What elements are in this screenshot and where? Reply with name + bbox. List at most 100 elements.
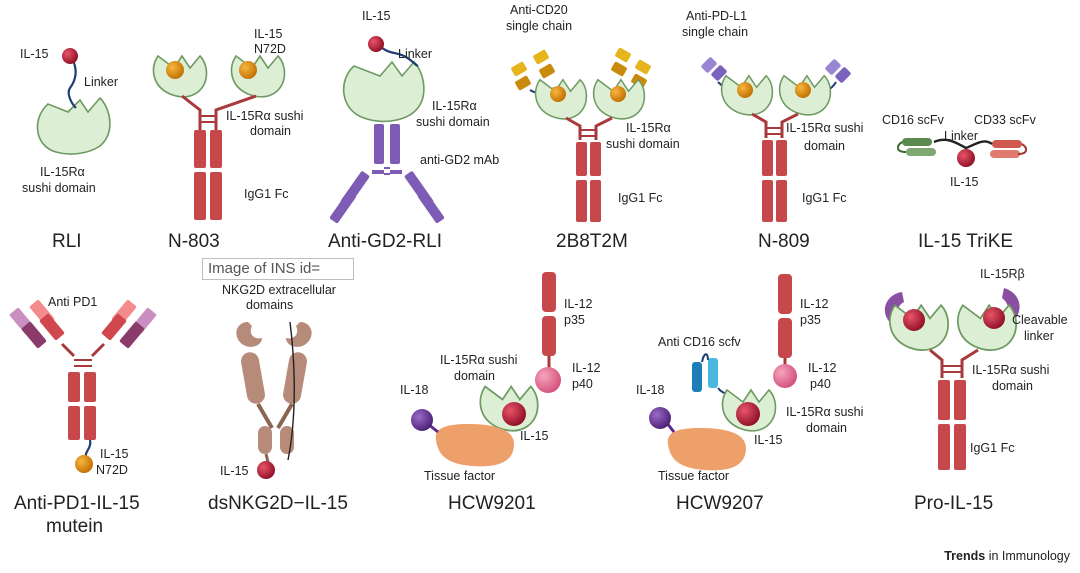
nkg2d-title: dsNKG2D−IL-15 (208, 493, 348, 514)
rli-linker-label: Linker (84, 75, 118, 89)
hcw9201-title: HCW9201 (448, 493, 536, 514)
2b8t2m-sushi-label-2: sushi domain (606, 137, 680, 151)
hcw9201-p35-label-1: IL-12 (564, 297, 593, 311)
pro-il15-right (983, 307, 1005, 329)
hcw9207-title: HCW9207 (676, 493, 764, 514)
n803-fc-label: IgG1 Fc (244, 187, 288, 201)
n803-il15-label-2: N72D (254, 42, 286, 56)
gd2-sushi-label-2: sushi domain (416, 115, 490, 129)
hcw9201-il18-label: IL-18 (400, 383, 429, 397)
hcw9207-p40-label-1: IL-12 (808, 361, 837, 375)
2b8t2m-fc (576, 142, 601, 222)
hcw9201-il18-sphere (411, 409, 433, 431)
2b8t2m-scfv-label-2: single chain (506, 19, 572, 33)
construct-pro: IL-15Rβ Cleavable linker IL-15Rα sushi d… (884, 267, 1068, 514)
2b8t2m-scfv-left (511, 49, 555, 91)
hcw9201-tissue-factor (435, 424, 514, 467)
construct-2b8t2m: Anti-CD20 single chain IL-15Rα sushi dom… (506, 3, 680, 252)
gd2-linker-label: Linker (398, 47, 432, 61)
nkg2d-ext-label-1: NKG2D extracellular (222, 283, 336, 297)
gd2-title: Anti-GD2-RLI (328, 231, 442, 252)
journal-name-bold: Trends (944, 549, 986, 563)
2b8t2m-sushi-label-1: IL-15Rα (626, 121, 671, 135)
hcw9207-sushi-label-2: domain (806, 421, 847, 435)
nkg2d-il15-label: IL-15 (220, 464, 249, 478)
construct-hcw9201: IL-12 p35 IL-12 p40 IL-15Rα sushi domain… (400, 272, 601, 514)
hcw9207-tissue-factor (667, 428, 746, 471)
hcw9201-p40 (535, 367, 561, 393)
rli-il15-label: IL-15 (20, 47, 49, 61)
gd2-linker (379, 45, 419, 67)
hcw9207-cd16-scfv (692, 353, 733, 399)
rli-sushi-label-1: IL-15Rα (40, 165, 85, 179)
pro-fc (938, 380, 966, 470)
hcw9207-p35-1 (778, 274, 792, 314)
nkg2d-ext-label-2: domains (246, 298, 293, 312)
trike-il15-sphere (957, 149, 975, 167)
pro-fc-label: IgG1 Fc (970, 441, 1014, 455)
n803-il15-label-1: IL-15 (254, 27, 283, 41)
trike-il15-label: IL-15 (950, 175, 979, 189)
rli-linker (67, 57, 77, 109)
pd1-il15-label-2: N72D (96, 463, 128, 477)
trike-linker-label: Linker (944, 129, 978, 143)
n809-scfv-right (825, 59, 851, 83)
2b8t2m-scfv-label-1: Anti-CD20 (510, 3, 568, 17)
trike-title: IL-15 TriKE (918, 231, 1013, 252)
2b8t2m-il15-right (610, 86, 626, 102)
pro-il15-left (903, 309, 925, 331)
n809-scfv-left (701, 57, 727, 81)
gd2-il15-label: IL-15 (362, 9, 391, 23)
hcw9201-p35-label-2: p35 (564, 313, 585, 327)
gd2-sushi-domain (342, 60, 425, 123)
hcw9207-cd16-label: Anti CD16 scfv (658, 335, 741, 349)
construct-nkg2d: NKG2D extracellular domains IL-15 dsNKG2… (208, 283, 348, 514)
rli-sushi-label-2: sushi domain (22, 181, 96, 195)
2b8t2m-fc-label: IgG1 Fc (618, 191, 662, 205)
n809-title: N-809 (758, 231, 810, 252)
pro-cl-label-2: linker (1024, 329, 1054, 343)
hcw9201-il15-sphere (502, 402, 526, 426)
journal-credit: Trends in Immunology (944, 549, 1070, 563)
trike-cd33-scfv (990, 140, 1028, 158)
construct-n809: Anti-PD-L1 single chain IL-15Rα sushi do… (682, 9, 863, 252)
hcw9201-p35-2 (542, 316, 556, 356)
2b8t2m-scfv-right (611, 47, 651, 89)
hcw9201-tf-label: Tissue factor (424, 469, 495, 483)
n809-scfv-label-2: single chain (682, 25, 748, 39)
n809-scfv-label-1: Anti-PD-L1 (686, 9, 747, 23)
image-id-overlay: Image of INS id= (202, 258, 354, 280)
hcw9207-il15-label: IL-15 (754, 433, 783, 447)
trike-cd33-label: CD33 scFv (974, 113, 1037, 127)
trike-cd16-label: CD16 scFv (882, 113, 945, 127)
hcw9201-sushi-label-1: IL-15Rα sushi (440, 353, 517, 367)
pro-title: Pro-IL-15 (914, 493, 993, 514)
n803-title: N-803 (168, 231, 220, 252)
pd1-il15-label-1: IL-15 (100, 447, 129, 461)
n809-il15-right (795, 82, 811, 98)
2b8t2m-il15-left (550, 86, 566, 102)
trike-cd16-scfv (896, 138, 936, 156)
gd2-mab-label: anti-GD2 mAb (420, 153, 499, 167)
hcw9207-il15-sphere (736, 402, 760, 426)
rli-il15-sphere (62, 48, 78, 64)
trike-linker (933, 138, 993, 150)
nkg2d-domains (236, 322, 312, 463)
hcw9207-p35-label-2: p35 (800, 313, 821, 327)
hcw9207-p35-label-1: IL-12 (800, 297, 829, 311)
pd1-anti-label: Anti PD1 (48, 295, 97, 309)
pro-sushi-label-2: domain (992, 379, 1033, 393)
hcw9207-p40 (773, 364, 797, 388)
construct-gd2: IL-15 Linker IL-15Rα sushi domain anti-G… (328, 9, 499, 252)
construct-hcw9207: IL-12 p35 IL-12 p40 Anti CD16 scfv IL-15… (636, 274, 863, 514)
construct-n803: IL-15 N72D IL-15Rα sushi domain IgG1 Fc … (152, 27, 303, 252)
hcw9201-il15-label: IL-15 (520, 429, 549, 443)
n809-fc (762, 140, 787, 222)
hcw9207-il18-label: IL-18 (636, 383, 665, 397)
n809-fc-label: IgG1 Fc (802, 191, 846, 205)
n803-n72d-right (239, 61, 257, 79)
pro-cl-label-1: Cleavable (1012, 313, 1068, 327)
gd2-sushi-label-1: IL-15Rα (432, 99, 477, 113)
n803-sushi-label-2: domain (250, 124, 291, 138)
